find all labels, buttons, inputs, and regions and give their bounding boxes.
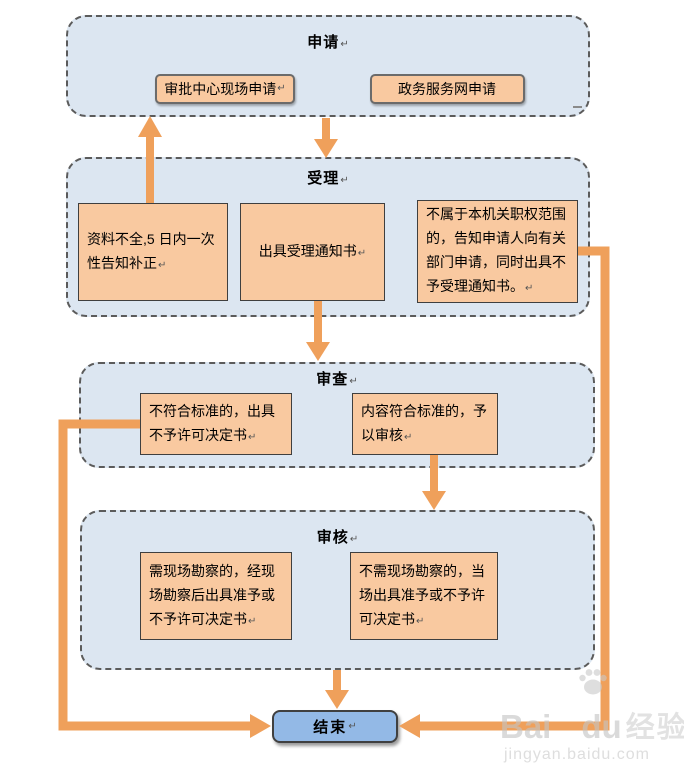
return-mark: ↵: [248, 615, 257, 627]
stage-title-review: 审查↵: [316, 371, 358, 388]
return-mark: ↵: [525, 283, 534, 294]
stage-container-apply: [66, 15, 590, 117]
return-mark: ↵: [248, 431, 257, 443]
return-mark: ↵: [158, 259, 167, 271]
process-node-online-apply: 政务服务网申请: [370, 74, 525, 104]
return-mark: ↵: [349, 534, 359, 545]
return-mark: ↵: [277, 83, 286, 94]
baidu-paw-icon: [579, 669, 607, 695]
process-node-onsite-apply: 审批中心现场申请↵: [155, 74, 295, 104]
return-mark: ↵: [416, 615, 425, 627]
return-mark: ↵: [348, 721, 357, 732]
return-mark: ↵: [340, 175, 349, 186]
watermark-brand-left: Bai: [500, 708, 552, 745]
arrowhead-up-icon: [138, 116, 162, 137]
arrowhead-left-icon: [399, 714, 420, 738]
process-node-incomplete-materials: 资料不全,5 日内一次性告知补正↵: [78, 203, 228, 301]
arrowhead-right-icon: [250, 714, 271, 738]
process-node-no-site-survey: 不需现场勘察的，当场出具准予或不予许可决定书↵: [350, 552, 498, 640]
arrowhead-down-icon: [306, 342, 330, 361]
stage-title-accept: 受理↵: [307, 170, 349, 187]
process-node-site-survey: 需现场勘察的，经现场勘察后出具准予或不予许可决定书↵: [140, 552, 292, 640]
process-node-not-in-jurisdiction: 不属于本机关职权范围的，告知申请人向有关部门申请，同时出具不予受理通知书。↵: [417, 200, 578, 303]
watermark-brand-cn: 经验: [625, 712, 684, 744]
return-mark: ↵: [349, 376, 358, 387]
return-mark: ↵: [340, 39, 349, 50]
stage-title-verify: 审核↵: [316, 529, 359, 546]
process-node-conforming-proceed: 内容符合标准的，予以审核↵: [352, 393, 498, 455]
return-mark: ↵: [357, 247, 367, 259]
watermark-brand: Bai du 经验: [500, 710, 684, 743]
arrowhead-down-icon: [325, 690, 349, 709]
arrowhead-down-icon: [422, 491, 446, 510]
end-node: 结束↵: [272, 710, 398, 743]
arrowhead-down-icon: [314, 139, 338, 158]
watermark-brand-right: du: [581, 708, 622, 745]
process-node-acceptance-notice: 出具受理通知书↵: [240, 203, 385, 301]
return-mark: ↵: [404, 431, 413, 443]
process-node-nonconforming-denial: 不符合标准的，出具不予许可决定书↵: [140, 393, 292, 455]
stray-dash: [573, 106, 582, 108]
watermark-url: jingyan.baidu.com: [504, 746, 650, 763]
stage-title-apply: 申请↵: [307, 34, 349, 51]
